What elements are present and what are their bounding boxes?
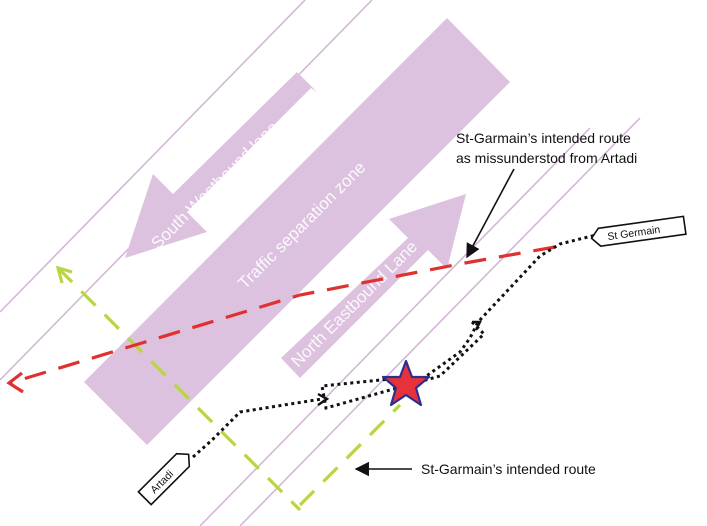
artadi-ship: Artadi bbox=[137, 452, 191, 506]
intended-route-annotation: St-Garmain’s intended route bbox=[421, 461, 596, 477]
star-icon bbox=[381, 359, 431, 407]
misunderstood-route-annotation-line1: St-Garmain’s intended route bbox=[456, 130, 631, 146]
st-germain-track-loop bbox=[320, 320, 487, 410]
lane-boundary-east-1 bbox=[199, 127, 591, 526]
artadi-ship-shape bbox=[137, 452, 191, 506]
misunderstood-route-arrowhead bbox=[6, 371, 24, 394]
separation-zone-shape bbox=[84, 18, 510, 445]
lane-boundaries bbox=[0, 0, 641, 526]
intended-route-line-ne bbox=[298, 403, 402, 507]
misunderstood-route-pointer bbox=[466, 168, 515, 259]
st-germain-track-arrowhead bbox=[472, 320, 482, 331]
intended-route bbox=[56, 266, 402, 512]
st-germain-track bbox=[417, 232, 601, 384]
artadi-track bbox=[191, 397, 323, 459]
lane-boundary-east-2 bbox=[239, 117, 641, 526]
intended-route-arrowhead bbox=[55, 265, 73, 284]
misunderstood-route-line bbox=[9, 245, 556, 385]
st-germain-ship-shape bbox=[590, 215, 687, 247]
southwest-lane-arrow-shape bbox=[125, 72, 317, 258]
lane-boundary-outer-west bbox=[0, 0, 306, 313]
intended-route-line bbox=[56, 266, 302, 512]
artadi-track-arrowhead bbox=[317, 392, 330, 406]
northeast-lane-arrow-shape bbox=[281, 194, 466, 378]
misunderstood-route-annotation-line2: as missunderstod from Artadi bbox=[456, 150, 637, 166]
st-germain-ship: St Germain bbox=[590, 215, 687, 247]
